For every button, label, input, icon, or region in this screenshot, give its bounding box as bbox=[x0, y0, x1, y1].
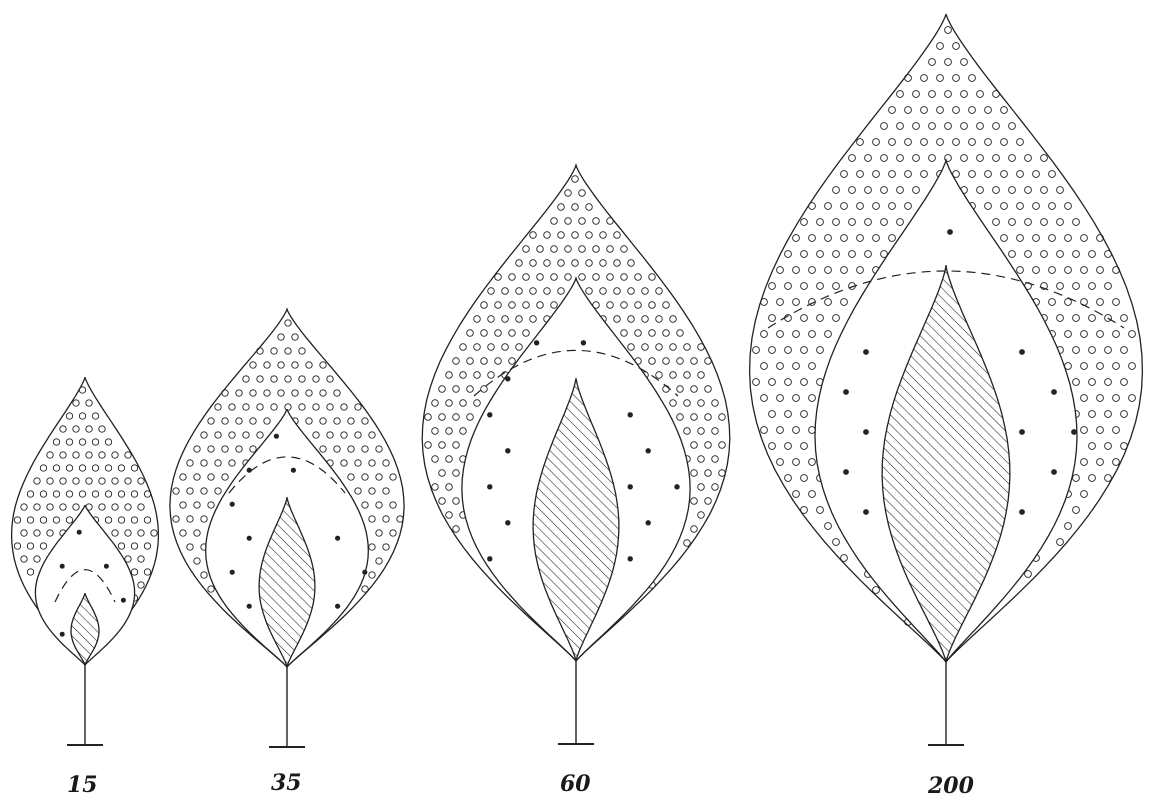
tree-label-60: 60 bbox=[560, 771, 591, 797]
tree-35 bbox=[170, 309, 404, 747]
tree-label-200: 200 bbox=[928, 773, 974, 799]
tree-200 bbox=[750, 14, 1143, 745]
tree-15 bbox=[12, 377, 159, 745]
tree-label-15: 15 bbox=[67, 772, 98, 798]
tree-60 bbox=[422, 165, 730, 744]
tree-label-35: 35 bbox=[271, 770, 302, 796]
